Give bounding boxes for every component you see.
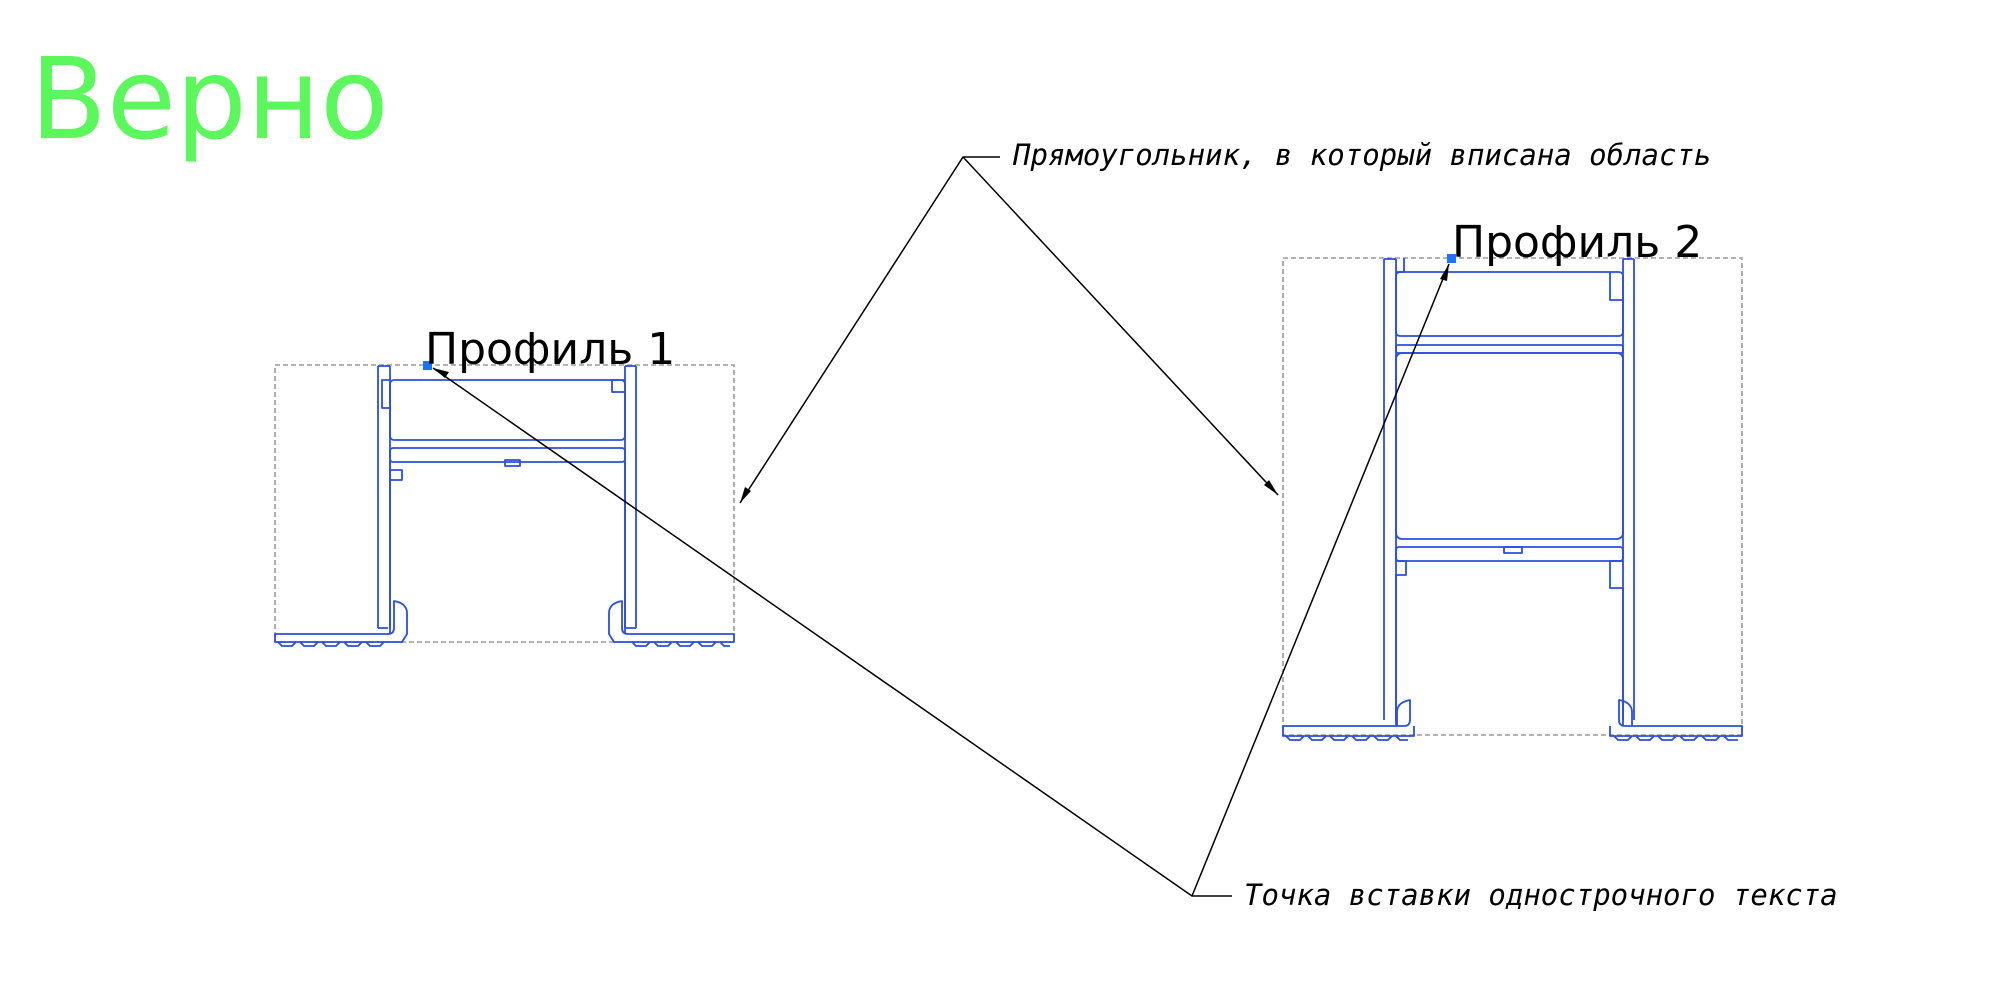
profile-2-outline: [1282, 258, 1743, 741]
profile-1-bounding-rectangle: [274, 364, 735, 643]
profile-1[interactable]: Профиль 1: [274, 324, 735, 647]
profile-2-bounding-rectangle: [1282, 257, 1743, 736]
leader-bounding-rectangle: [739, 156, 1279, 504]
annotation-bounding-rectangle: Прямоугольник, в который вписана область: [1012, 138, 1711, 172]
leader-insertion-point: [432, 263, 1450, 897]
profile-1-outline: [274, 365, 735, 647]
verdict-title: Верно: [30, 35, 389, 165]
profile-1-insertion-grip[interactable]: [423, 361, 432, 370]
profile-1-label: Профиль 1: [425, 324, 675, 375]
profile-2-label: Профиль 2: [1452, 217, 1702, 268]
annotation-insertion-point: Точка вставки однострочного текста: [1244, 878, 1838, 912]
profile-2-insertion-grip[interactable]: [1447, 254, 1456, 263]
profile-2[interactable]: Профиль 2: [1282, 217, 1743, 741]
